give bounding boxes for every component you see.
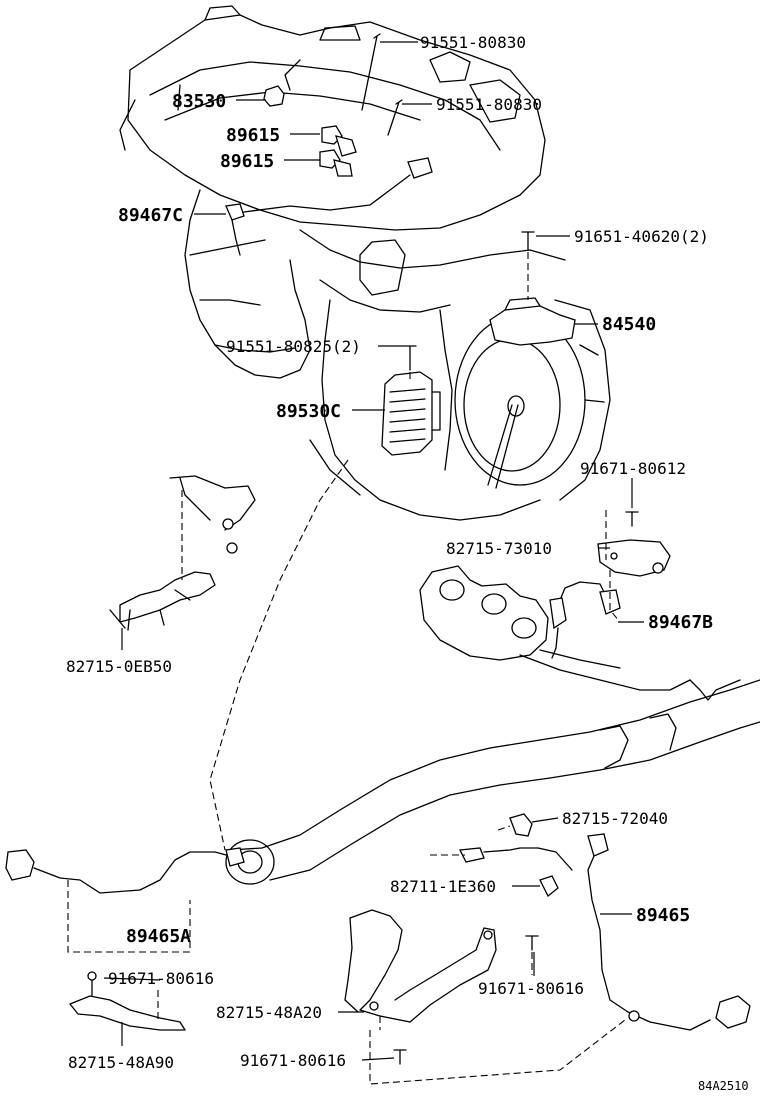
label-91671-80616-right[interactable]: 91671-80616: [478, 979, 584, 998]
label-89615-upper[interactable]: 89615: [226, 125, 280, 146]
engine-illustration: [119, 5, 611, 521]
label-84540[interactable]: 84540: [602, 314, 656, 335]
label-91551-80830-top[interactable]: 91551-80830: [420, 33, 526, 52]
engine-part-sensors: [225, 33, 576, 456]
label-89465[interactable]: 89465: [636, 905, 690, 926]
leader-lines: [103, 41, 644, 1061]
label-82715-0EB50[interactable]: 82715-0EB50: [66, 657, 172, 676]
label-82715-48A90[interactable]: 82715-48A90: [68, 1053, 174, 1072]
label-89615-lower[interactable]: 89615: [220, 151, 274, 172]
label-82715-72040[interactable]: 82715-72040: [562, 809, 668, 828]
label-91671-80612[interactable]: 91671-80612: [580, 459, 686, 478]
label-89467B[interactable]: 89467B: [648, 612, 713, 633]
label-82715-48A20[interactable]: 82715-48A20: [216, 1003, 322, 1022]
label-91671-80616-left[interactable]: 91671-80616: [108, 969, 214, 988]
label-91551-80825[interactable]: 91551-80825(2): [226, 337, 361, 356]
label-91671-80616-bottom[interactable]: 91671-80616: [240, 1051, 346, 1070]
label-91651-40620[interactable]: 91651-40620(2): [574, 227, 709, 246]
label-89465A[interactable]: 89465A: [126, 926, 191, 947]
label-89467C[interactable]: 89467C: [118, 205, 183, 226]
exhaust-manifold-right: [419, 510, 691, 691]
label-82715-73010[interactable]: 82715-73010: [446, 539, 552, 558]
label-91551-80830-second[interactable]: 91551-80830: [436, 95, 542, 114]
exhaust-pipe: [225, 679, 760, 885]
diagram-code: 84A2510: [698, 1079, 749, 1093]
part-labels: 91551-80830 91551-80830 83530 89615 8961…: [66, 33, 749, 1093]
label-82711-1E360[interactable]: 82711-1E360: [390, 877, 496, 896]
bracket-82715-0EB50: [109, 475, 256, 631]
label-89530C[interactable]: 89530C: [276, 401, 341, 422]
label-83530[interactable]: 83530: [172, 91, 226, 112]
lower-right-parts: [69, 813, 751, 1065]
dashed-guides: [67, 459, 626, 1085]
sensor-89465A: [5, 847, 245, 894]
